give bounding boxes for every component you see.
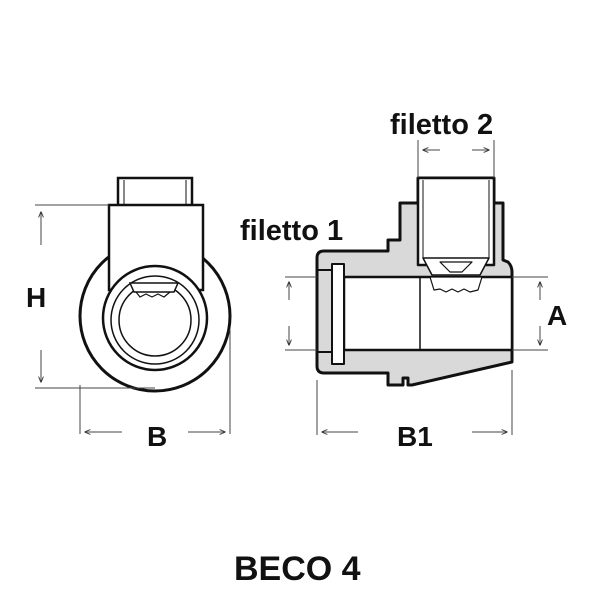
side-inlet-ring	[331, 263, 345, 365]
thread2-label: filetto 2	[390, 109, 493, 141]
product-title: BECO 4	[234, 550, 361, 588]
length-label: B1	[397, 421, 433, 452]
side-dimensions	[285, 140, 548, 435]
front-dimensions	[35, 204, 231, 434]
front-cap	[116, 176, 194, 208]
width-label: B	[147, 421, 167, 452]
thread1-label: filetto 1	[240, 215, 343, 247]
diameter-label: A	[547, 300, 567, 331]
front-bore	[118, 283, 192, 357]
height-label: H	[26, 282, 46, 313]
side-bore	[342, 275, 514, 352]
front-view	[78, 176, 232, 393]
side-view	[315, 176, 514, 387]
side-stem	[416, 176, 496, 267]
